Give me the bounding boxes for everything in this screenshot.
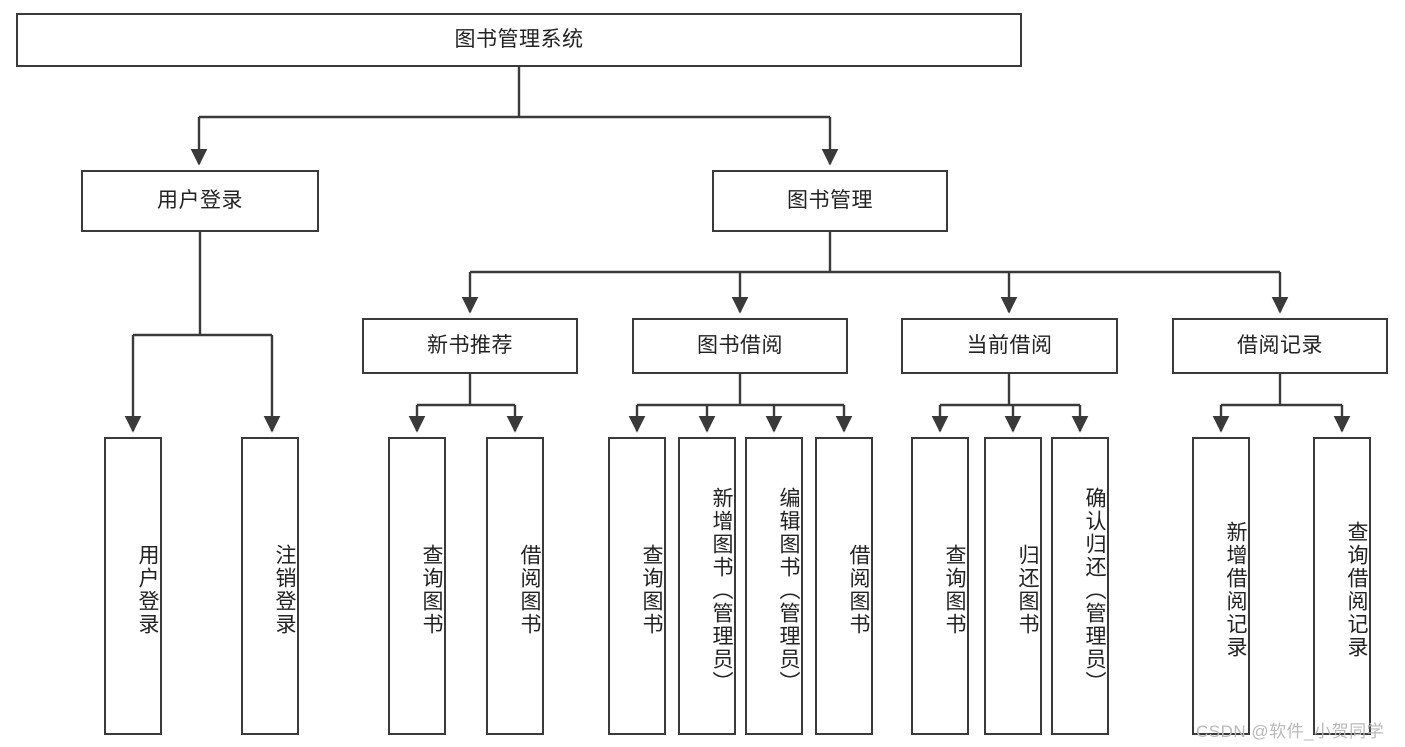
node-leaf-return-book-label: 归还图书 xyxy=(1016,544,1039,636)
node-leaf-query-book-2[interactable]: 查询图书 xyxy=(608,437,666,735)
node-leaf-add-borrow-record-label: 新增借阅记录 xyxy=(1224,521,1247,659)
node-current-borrow[interactable]: 当前借阅 xyxy=(901,318,1118,374)
node-leaf-user-login[interactable]: 用户登录 xyxy=(104,437,162,735)
node-leaf-query-book-3[interactable]: 查询图书 xyxy=(911,437,969,735)
node-leaf-borrow-book-2-label: 借阅图书 xyxy=(847,544,870,636)
node-book-manage-label: 图书管理 xyxy=(787,189,873,213)
node-leaf-logout-label: 注销登录 xyxy=(273,544,296,636)
node-user-login-label: 用户登录 xyxy=(157,189,243,213)
node-leaf-return-book[interactable]: 归还图书 xyxy=(984,437,1042,735)
node-borrow-record[interactable]: 借阅记录 xyxy=(1172,318,1388,374)
node-user-login[interactable]: 用户登录 xyxy=(81,170,319,232)
node-leaf-query-book-1[interactable]: 查询图书 xyxy=(388,437,446,735)
node-leaf-add-borrow-record[interactable]: 新增借阅记录 xyxy=(1192,437,1250,735)
node-leaf-confirm-return-admin[interactable]: 确认归还（管理员） xyxy=(1051,437,1109,735)
node-root-label: 图书管理系统 xyxy=(454,28,584,52)
node-leaf-query-book-1-label: 查询图书 xyxy=(420,544,443,636)
node-book-manage[interactable]: 图书管理 xyxy=(712,170,948,232)
node-current-borrow-label: 当前借阅 xyxy=(966,334,1053,358)
node-new-book-recommend[interactable]: 新书推荐 xyxy=(362,318,578,374)
node-book-borrow[interactable]: 图书借阅 xyxy=(632,318,848,374)
node-borrow-record-label: 借阅记录 xyxy=(1237,334,1323,358)
node-root[interactable]: 图书管理系统 xyxy=(16,13,1022,67)
node-leaf-confirm-return-admin-label: 确认归还（管理员） xyxy=(1083,486,1106,694)
node-book-borrow-label: 图书借阅 xyxy=(697,334,783,358)
node-leaf-borrow-book-1-label: 借阅图书 xyxy=(518,544,541,636)
node-leaf-query-borrow-record-label: 查询借阅记录 xyxy=(1345,521,1368,659)
node-leaf-edit-book-admin-label: 编辑图书（管理员） xyxy=(777,486,800,694)
node-leaf-add-book-admin[interactable]: 新增图书（管理员） xyxy=(678,437,736,735)
node-leaf-query-book-2-label: 查询图书 xyxy=(640,544,663,636)
node-leaf-add-book-admin-label: 新增图书（管理员） xyxy=(710,486,733,694)
watermark-text: CSDN @软件_小贺同学 xyxy=(1196,722,1385,741)
node-leaf-borrow-book-1[interactable]: 借阅图书 xyxy=(486,437,544,735)
node-new-book-recommend-label: 新书推荐 xyxy=(427,334,513,358)
node-leaf-user-login-label: 用户登录 xyxy=(136,544,159,636)
node-leaf-borrow-book-2[interactable]: 借阅图书 xyxy=(815,437,873,735)
node-leaf-query-book-3-label: 查询图书 xyxy=(943,544,966,636)
node-leaf-edit-book-admin[interactable]: 编辑图书（管理员） xyxy=(745,437,803,735)
node-leaf-logout[interactable]: 注销登录 xyxy=(241,437,299,735)
node-leaf-query-borrow-record[interactable]: 查询借阅记录 xyxy=(1313,437,1371,735)
